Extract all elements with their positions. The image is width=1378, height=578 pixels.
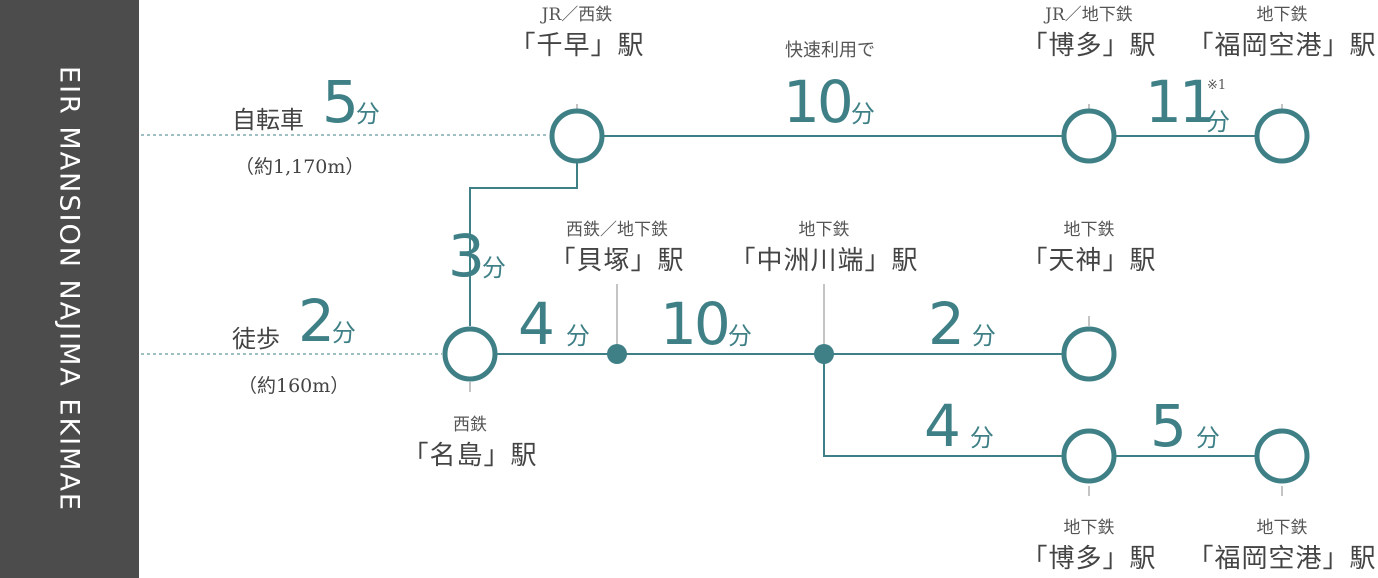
bicycle-unit: 分 [355,100,380,128]
walk-time: 2分 [298,287,356,355]
station-airport-bottom-label: 地下鉄 「福岡空港」駅 [1187,513,1376,575]
station-hakata-top-name: 「博多」駅 [1021,31,1157,61]
time-najima-chihaya-unit: 分 [481,254,506,282]
station-nakasu-name: 「中洲川端」駅 [729,246,919,276]
walk-distance: （約160m） [238,375,350,397]
time-chihaya-hakata-unit: 分 [850,100,875,128]
station-najima-label: 西鉄 「名島」駅 [402,410,537,472]
sidebar: EIR MANSION NAJIMA EKIMAE [0,0,139,578]
time-kaizuka-nakasu-unit: 分 [727,322,752,350]
time-nakasu-tenjin-unit: 分 [971,322,996,350]
walk-minutes: 2 [298,287,335,355]
walk-unit: 分 [331,319,356,347]
station-nakasu-dot [814,344,834,364]
station-kaizuka-dot [607,344,627,364]
walk-mode-label: 徒歩 [232,325,280,353]
time-chihaya-hakata-minutes: 10 [783,68,854,136]
time-hakata-airport-bottom-unit: 分 [1195,424,1220,452]
time-najima-chihaya: 3分 [448,222,506,290]
route-najima-chihaya [469,163,578,326]
station-hakata-bottom-name: 「博多」駅 [1021,544,1157,574]
bicycle-minutes: 5 [322,68,359,136]
station-tenjin-line: 地下鉄 [1063,220,1115,240]
station-hakata-bottom-line: 地下鉄 [1063,518,1115,538]
time-nakasu-hakata-minutes: 4 [924,392,961,460]
station-chihaya-label: JR／西鉄 「千早」駅 [509,0,644,62]
station-hakata-top-label: JR／地下鉄 「博多」駅 [1021,0,1156,62]
time-hakata-airport-top: 11 [1145,68,1216,136]
station-nakasu-line: 地下鉄 [798,220,850,240]
bicycle-distance: （約1,170m） [235,156,365,178]
station-tenjin-marker [1061,326,1117,382]
time-kaizuka-nakasu-minutes: 10 [660,290,731,358]
rapid-note: 快速利用で [785,40,875,61]
station-airport-top-name: 「福岡空港」駅 [1187,31,1377,61]
station-airport-top-line: 地下鉄 [1256,5,1308,25]
time-hakata-airport-top-unit: 分 [1206,108,1230,136]
station-airport-top-marker [1254,108,1310,164]
station-kaizuka-name: 「貝塚」駅 [549,246,685,276]
station-tenjin-name: 「天神」駅 [1021,246,1157,276]
station-airport-bottom-name: 「福岡空港」駅 [1187,544,1377,574]
station-chihaya-line: JR／西鉄 [541,5,613,25]
route-nakasu-hakata [823,354,1062,457]
time-nakasu-hakata-unit: 分 [969,424,994,452]
time-najima-chihaya-minutes: 3 [448,222,485,290]
time-hakata-airport-bottom-minutes: 5 [1150,392,1187,460]
station-airport-bottom-marker [1254,428,1310,484]
time-hakata-airport-top-minutes: 11 [1145,68,1216,136]
station-hakata-top-marker [1061,108,1117,164]
station-airport-top-label: 地下鉄 「福岡空港」駅 [1187,0,1376,62]
station-hakata-bottom-marker [1061,428,1117,484]
time-hakata-airport-top-unit-wrap: 分 [1206,102,1230,137]
time-najima-kaizuka-unit: 分 [565,322,590,350]
station-hakata-bottom-label: 地下鉄 「博多」駅 [1021,513,1156,575]
station-chihaya-name: 「千早」駅 [509,31,645,61]
station-kaizuka-label: 西鉄／地下鉄 「貝塚」駅 [549,215,684,277]
station-airport-bottom-line: 地下鉄 [1256,518,1308,538]
station-najima-name: 「名島」駅 [402,441,538,471]
time-kaizuka-nakasu: 10分 [660,290,752,358]
station-hakata-top-line: JR／地下鉄 [1045,5,1133,25]
time-najima-kaizuka-minutes: 4 [518,290,555,358]
station-nakasu-label: 地下鉄 「中洲川端」駅 [729,215,918,277]
station-najima-line: 西鉄 [452,415,487,435]
station-najima-marker [442,326,498,382]
time-nakasu-tenjin-minutes: 2 [928,290,965,358]
time-hakata-airport-top-note: ※1 [1207,78,1227,93]
station-kaizuka-line: 西鉄／地下鉄 [565,220,668,240]
station-chihaya-marker [549,108,605,164]
station-tenjin-label: 地下鉄 「天神」駅 [1021,215,1156,277]
bicycle-time: 5分 [322,68,380,136]
bicycle-mode-label: 自転車 [232,106,304,134]
time-chihaya-hakata: 10分 [783,68,875,136]
